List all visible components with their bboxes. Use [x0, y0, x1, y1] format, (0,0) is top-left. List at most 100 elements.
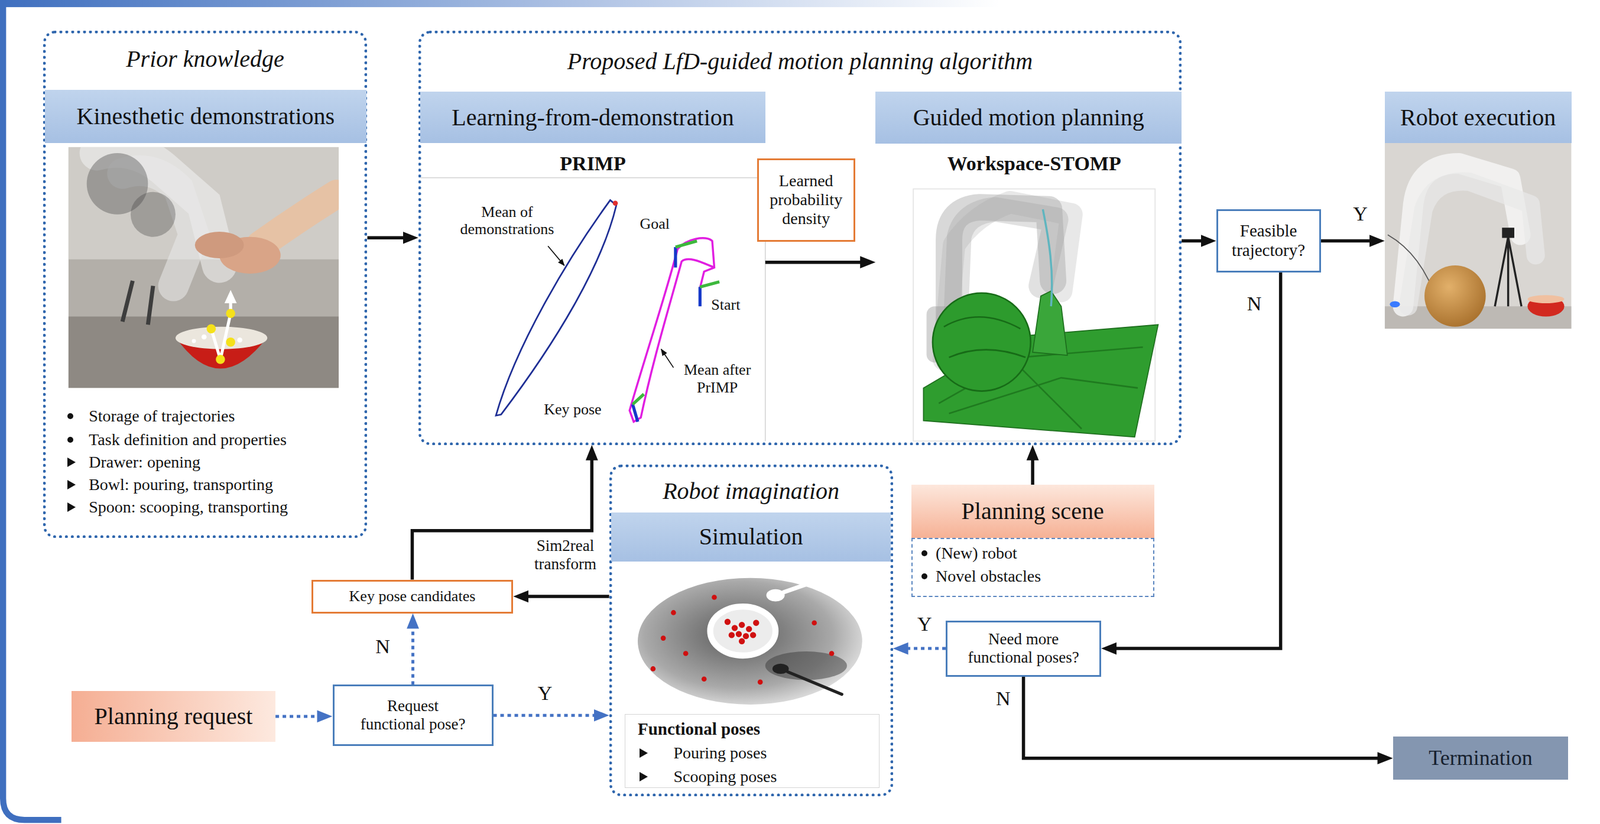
box-text: Learned probability density [762, 171, 850, 229]
leader-line [547, 245, 565, 266]
list-text: Task definition and properties [88, 429, 287, 451]
box-text: Planning request [94, 702, 253, 730]
obstacle-sphere [932, 293, 1031, 392]
white-spoon-handle [783, 573, 837, 593]
dotted-arrow [275, 714, 326, 718]
list-text: Drawer: opening [88, 451, 201, 473]
list-row: Task definition and properties [67, 429, 287, 451]
frame-axis [675, 241, 697, 248]
figure-label: Mean after PrIMP [675, 361, 760, 397]
band-title: Robot execution [1384, 91, 1572, 143]
edge-label: N [375, 634, 391, 658]
obstacle-stand [1032, 290, 1068, 356]
section-column: Robot execution [1384, 91, 1572, 329]
edge-label: Y [537, 681, 553, 705]
frame-axis [699, 281, 720, 288]
box-text: Feasible trajectory? [1224, 221, 1314, 261]
photo-table [68, 316, 339, 388]
primp-plot [420, 148, 766, 443]
flow-arrow [1023, 676, 1387, 759]
white-spoon [766, 589, 785, 602]
flow-arrow [765, 260, 869, 265]
particle [745, 625, 752, 632]
bullet-dot [921, 573, 928, 580]
list-row: Scooping poses [639, 766, 777, 788]
box-text: Termination [1428, 745, 1533, 771]
bowl-rim [1527, 294, 1564, 304]
particle [738, 638, 745, 645]
dotted-arrow [900, 647, 947, 651]
list-text: Storage of trajectories [88, 405, 235, 427]
group-title: Proposed LfD-guided motion planning algo… [421, 47, 1179, 76]
bullet-arrow [639, 771, 648, 782]
particle [750, 631, 756, 638]
bullet-dot [67, 413, 74, 420]
group-title: Prior knowledge [46, 45, 365, 73]
box-text: Request functional pose? [354, 696, 472, 734]
box-text: Key pose candidates [349, 587, 476, 606]
keypoint-dot [225, 337, 236, 347]
execution-photo [1384, 143, 1572, 329]
edge-label: N [995, 686, 1011, 710]
list-row: Bowl: pouring, transporting [67, 474, 274, 496]
curve-end-dot [612, 200, 619, 206]
workspace-render [913, 189, 1158, 442]
decision-box: Need more functional poses? [945, 620, 1102, 677]
box-text: Simulation [699, 523, 804, 551]
box-text: Kinesthetic demonstrations [76, 102, 336, 131]
list-text: Pouring poses [673, 742, 767, 764]
planned-path [1042, 209, 1052, 307]
particle [660, 635, 667, 641]
keypoint-arrow [224, 290, 238, 304]
list-row: Drawer: opening [67, 451, 201, 473]
label-slot: Mean after PrIMP [675, 361, 760, 397]
edge-label-slot: Y [1352, 202, 1368, 226]
input-box: Planning request [71, 690, 276, 742]
particle [683, 650, 689, 657]
figure-label: PRIMP [530, 151, 656, 175]
group-title: Robot imagination [612, 477, 891, 505]
tripod [1494, 237, 1522, 307]
particle [829, 650, 835, 657]
particle [701, 676, 707, 682]
flow-arrow [1030, 452, 1035, 485]
wooden-sphere [1424, 265, 1486, 327]
section-column: Guided motion planning [875, 91, 1182, 441]
robot-gripper [122, 280, 154, 325]
list-row: Novel obstacles [921, 565, 1041, 587]
list-row: (New) robot [921, 542, 1018, 564]
section-band: Simulation [611, 512, 891, 562]
granule [201, 334, 207, 340]
particle [650, 666, 657, 672]
list-row: Spoon: scooping, transporting [67, 496, 288, 518]
decision-box: Request functional pose? [332, 684, 494, 746]
list-text: Scooping poses [673, 766, 777, 788]
bullet-dot [67, 436, 74, 443]
frame-top-band [0, 0, 1001, 8]
particle [724, 618, 731, 625]
sim-plane [637, 578, 863, 705]
sim-shadow [765, 651, 847, 680]
edge-label: Y [1352, 202, 1368, 226]
status-light [1389, 301, 1400, 308]
demo-photo [68, 147, 339, 389]
label-slot: Key pose [543, 400, 602, 419]
flow-arrow [1321, 239, 1378, 243]
particle [711, 594, 717, 600]
edge-label-slot: Y [917, 612, 933, 636]
bullet-dot [921, 550, 928, 557]
camera [1501, 227, 1515, 238]
list-text: Bowl: pouring, transporting [88, 474, 274, 496]
list-row: Storage of trajectories [67, 405, 235, 427]
plot-rule [420, 177, 766, 179]
box-text: Need more functional poses? [959, 630, 1088, 667]
frame-axis [632, 394, 644, 405]
group-panel: SimulationFunctional posesPouring posesS… [609, 464, 894, 797]
edge-label-slot: N [1247, 291, 1262, 316]
keypoint-dot [206, 323, 217, 334]
particle [738, 621, 745, 628]
bullet-arrow [67, 479, 76, 490]
particle [757, 679, 764, 686]
list-text: Novel obstacles [935, 565, 1041, 587]
